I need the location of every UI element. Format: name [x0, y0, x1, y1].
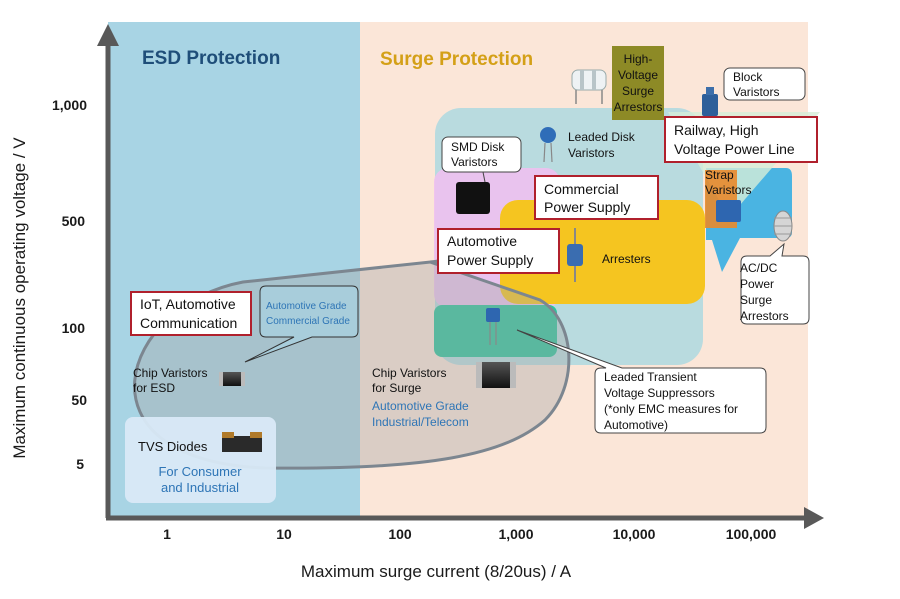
- surge-region-title: Surge Protection: [380, 49, 533, 70]
- chip-esd-label-1: Chip Varistors: [133, 366, 207, 380]
- acdc-label-3: Surge: [740, 293, 772, 307]
- x-tick-100000: 100,000: [726, 526, 777, 542]
- gas-tube-image: [571, 69, 607, 104]
- esd-grade-1: Automotive Grade: [266, 301, 347, 312]
- leaded-tvs-image: [486, 308, 500, 345]
- y-axis-arrow: [97, 24, 119, 46]
- hv-label-1: High-: [624, 52, 653, 66]
- app-commercial-line-2: Power Supply: [544, 199, 630, 215]
- chip-surge-label-1: Chip Varistors: [372, 366, 446, 380]
- app-railway-line-1: Railway, High: [674, 122, 759, 138]
- esd-region-title: ESD Protection: [142, 48, 280, 69]
- y-tick-500: 500: [62, 213, 86, 229]
- app-railway-line-2: Voltage Power Line: [674, 141, 795, 157]
- block-varistors-label-1: Block: [733, 70, 763, 84]
- acdc-arrestor-image: [773, 210, 793, 242]
- smd-disk-image: [456, 182, 490, 214]
- x-tick-10: 10: [276, 526, 292, 542]
- chip-esd-image: [219, 372, 245, 386]
- x-axis-label: Maximum surge current (8/20us) / A: [301, 562, 572, 581]
- smd-disk-callout: [441, 136, 522, 173]
- tvs-diode-image: [222, 432, 262, 452]
- leaded-tvs-label-2: Voltage Suppressors: [604, 386, 715, 400]
- app-automotive-line-1: Automotive: [447, 233, 517, 249]
- x-axis-arrow: [804, 507, 824, 529]
- esd-grade-2: Commercial Grade: [266, 316, 350, 327]
- y-tick-50: 50: [71, 392, 87, 408]
- arrester-image: [567, 228, 583, 282]
- tvs-diodes-label: TVS Diodes: [138, 439, 208, 454]
- y-axis-label: Maximum continuous operating voltage / V: [10, 137, 29, 459]
- leaded-tvs-label-3: (*only EMC measures for: [604, 402, 738, 416]
- smd-callout-pointer: [482, 171, 486, 183]
- hv-label-3: Surge: [622, 84, 654, 98]
- app-automotive: [437, 228, 560, 274]
- acdc-label-2: Power: [740, 277, 774, 291]
- app-iot-line-1: IoT, Automotive: [140, 296, 236, 312]
- hv-label-2: Voltage: [618, 68, 658, 82]
- esd-grade-callout: [244, 285, 359, 363]
- block-varistors-label-2: Varistors: [733, 85, 779, 99]
- app-iot: [130, 291, 252, 336]
- hv-label-4: Arrestors: [614, 100, 663, 114]
- y-tick-100: 100: [62, 320, 86, 336]
- acdc-label-1: AC/DC: [740, 261, 778, 275]
- smd-disk-label-2: Varistors: [451, 155, 497, 169]
- chip-surge-label-2: for Surge: [372, 381, 422, 395]
- y-tick-1000: 1,000: [52, 97, 87, 113]
- x-tick-1: 1: [163, 526, 171, 542]
- app-commercial: [534, 175, 659, 220]
- x-tick-100: 100: [388, 526, 412, 542]
- leaded-tvs-label-1: Leaded Transient: [604, 370, 697, 384]
- arresters-label: Arresters: [602, 252, 651, 266]
- strap-varistor-image: [716, 200, 741, 222]
- strap-label-2: Varistors: [705, 183, 751, 197]
- tvs-market-2: and Industrial: [161, 480, 239, 495]
- chip-esd-label-2: for ESD: [133, 381, 175, 395]
- leaded-tvs-label-4: Automotive): [604, 418, 668, 432]
- app-railway: [664, 116, 818, 163]
- x-tick-10000: 10,000: [613, 526, 656, 542]
- chip-surge-grade-2: Industrial/Telecom: [372, 415, 469, 429]
- tvs-market-1: For Consumer: [158, 464, 242, 479]
- acdc-callout: [740, 242, 810, 325]
- hv-region: [612, 46, 664, 120]
- smd-disk-label-1: SMD Disk: [451, 140, 505, 154]
- acdc-label-4: Arrestors: [740, 309, 789, 323]
- arrester-region: [500, 200, 705, 304]
- x-tick-1000: 1,000: [498, 526, 533, 542]
- leaded-tvs-callout: [516, 329, 767, 434]
- app-automotive-line-2: Power Supply: [447, 252, 533, 268]
- app-iot-line-2: Communication: [140, 315, 237, 331]
- y-tick-5: 5: [76, 456, 84, 472]
- strap-label-1: Strap: [705, 168, 734, 182]
- block-varistor-image: [702, 87, 718, 116]
- leaded-disk-label-2: Varistors: [568, 146, 614, 160]
- app-commercial-line-1: Commercial: [544, 181, 619, 197]
- block-varistors-callout: [723, 67, 806, 101]
- leaded-disk-image: [540, 127, 556, 163]
- chip-surge-image: [476, 362, 516, 388]
- chip-surge-grade-1: Automotive Grade: [372, 399, 469, 413]
- leaded-disk-label-1: Leaded Disk: [568, 130, 636, 144]
